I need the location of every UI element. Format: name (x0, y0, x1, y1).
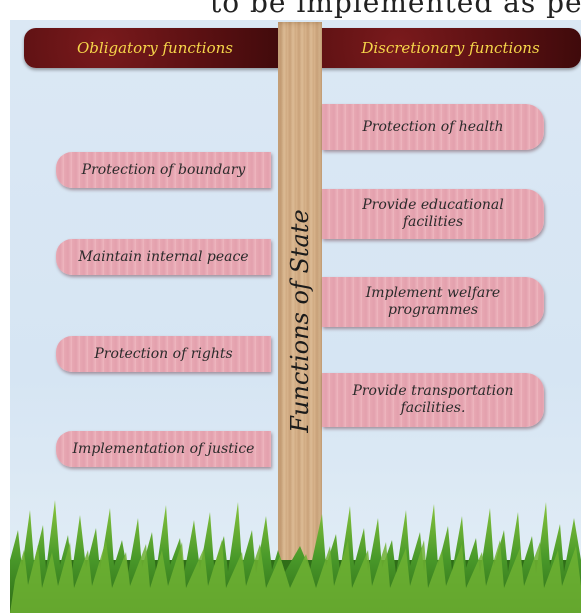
discretionary-function-box: Protection of health (322, 104, 544, 150)
obligatory-function-box: Protection of boundary (56, 152, 271, 188)
discretionary-function-box: Provide transportation facilities. (322, 373, 544, 427)
discretionary-function-box: Provide educational facilities (322, 189, 544, 239)
obligatory-function-box: Implementation of justice (56, 431, 271, 467)
diagram-panel: Obligatory functions Discretionary funct… (10, 20, 581, 613)
obligatory-function-box: Maintain internal peace (56, 239, 271, 275)
discretionary-function-box: Implement welfare programmes (322, 277, 544, 327)
obligatory-functions-banner: Obligatory functions (24, 28, 286, 68)
obligatory-function-box: Protection of rights (56, 336, 271, 372)
discretionary-functions-banner: Discretionary functions (320, 28, 581, 68)
center-label: Functions of State (286, 209, 314, 433)
header-text: to be implemented as per (210, 0, 581, 19)
